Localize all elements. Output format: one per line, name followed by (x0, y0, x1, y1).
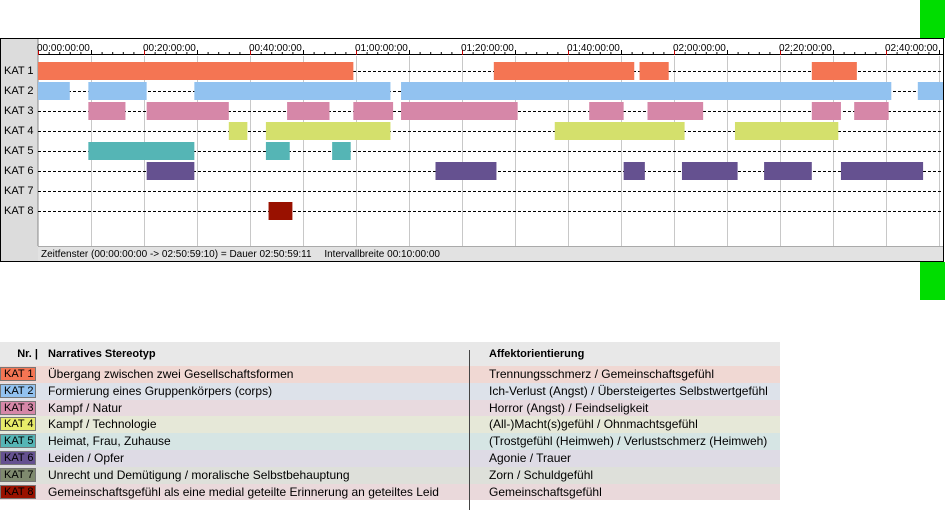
segment-bar[interactable] (265, 122, 391, 140)
segment-bar[interactable] (268, 202, 293, 220)
legend-header-affekt: Affektorientierung (489, 348, 585, 360)
status-interval: Intervallbreite 00:10:00:00 (324, 249, 440, 260)
legend-stereotyp: Kampf / Natur (48, 400, 123, 415)
segment-bar[interactable] (639, 62, 669, 80)
segment-bar[interactable] (228, 122, 248, 140)
legend-body: KAT 1 Übergang zwischen zwei Gesellschaft… (0, 366, 780, 501)
segment-bar[interactable] (332, 142, 351, 160)
legend-stereotyp: Formierung eines Gruppenkörpers (corps) (48, 383, 273, 398)
legend-row: KAT 2 Formierung eines Gruppenkörpers (co… (0, 382, 780, 400)
legend-category-badge: KAT 5 (0, 434, 36, 449)
tick-label: 00:00:00:00 (37, 43, 90, 54)
segment-bar[interactable] (88, 142, 195, 160)
tick-label: 00:20:00:00 (143, 43, 196, 54)
legend-header-nr: Nr. | (17, 348, 38, 360)
legend-affekt: Horror (Angst) / Feindseligkeit (489, 400, 649, 415)
legend-affekt: Gemeinschaftsgefühl (489, 484, 602, 499)
segment-bar[interactable] (854, 102, 889, 120)
legend-affekt: (All-)Macht(s)gefühl / Ohnmachtsgefühl (489, 417, 698, 432)
legend-stereotyp: Gemeinschaftsgefühl als eine medial gete… (48, 484, 439, 499)
row-label: KAT 7 (4, 185, 34, 197)
segment-bar[interactable] (265, 142, 290, 160)
legend-affekt: Ich-Verlust (Angst) / Übersteigertes Sel… (489, 383, 768, 398)
segment-bar[interactable] (88, 82, 147, 100)
segment-bar[interactable] (287, 102, 330, 120)
row-label: KAT 3 (4, 105, 34, 117)
segment-bar[interactable] (493, 62, 635, 80)
legend-affekt: Agonie / Trauer (489, 450, 572, 465)
segment-bar[interactable] (840, 162, 924, 180)
legend-affekt: (Trostgefühl (Heimweh) / Verlustschmerz … (489, 434, 768, 449)
legend-stereotyp: Übergang zwischen zwei Gesellschaftsform… (48, 367, 294, 381)
segment-bar[interactable] (589, 102, 624, 120)
timeline-chart[interactable]: 00:00:00:00 00:20:00:00 00:40:00:00 01:00:0… (1, 39, 944, 262)
row-label: KAT 6 (4, 165, 34, 177)
green-marker-top (920, 0, 945, 38)
segment-bar[interactable] (811, 62, 857, 80)
tick-label: 01:20:00:00 (461, 43, 514, 54)
label-column (1, 39, 38, 261)
status-window: Zeitfenster (00:00:00:00 -> 02:50:59:10)… (41, 249, 312, 260)
segment-bar[interactable] (38, 62, 354, 80)
legend-row: KAT 6 Leiden / Opfer Agonie / Trauer (0, 449, 780, 467)
legend-category-badge: KAT 7 (0, 467, 36, 482)
legend-row: KAT 3 Kampf / Natur Horror (Angst) / Feind… (0, 399, 780, 417)
legend-divider (469, 350, 470, 510)
timeline-panel[interactable]: 00:00:00:00 00:20:00:00 00:40:00:00 01:00:0… (0, 38, 944, 262)
legend-row: KAT 8 Gemeinschaftsgefühl als eine medial… (0, 483, 780, 501)
legend-header: Nr. | Narratives Stereotyp Affektorienti… (0, 342, 780, 366)
legend-affekt: Zorn / Schuldgefühl (489, 467, 594, 482)
tick-label: 00:40:00:00 (249, 43, 302, 54)
legend-category-badge: KAT 6 (0, 450, 36, 465)
segment-bar[interactable] (146, 162, 195, 180)
tick-label: 01:40:00:00 (567, 43, 620, 54)
segment-bar[interactable] (647, 102, 704, 120)
tick-label: 01:00:00:00 (355, 43, 408, 54)
green-marker-bottom (920, 262, 945, 300)
segment-bar[interactable] (353, 102, 394, 120)
tick-label: 02:40:00:00 (885, 43, 938, 54)
legend-stereotyp: Heimat, Frau, Zuhause (48, 434, 171, 449)
segment-bar[interactable] (764, 162, 812, 180)
tick-label: 02:20:00:00 (779, 43, 832, 54)
segment-bar[interactable] (734, 122, 839, 140)
segment-bar[interactable] (623, 162, 645, 180)
row-label: KAT 5 (4, 145, 34, 157)
segment-bar[interactable] (194, 82, 391, 100)
status-bar: Zeitfenster (00:00:00:00 -> 02:50:59:10)… (38, 246, 943, 261)
legend-row: KAT 4 Kampf / Technologie (All-)Macht(s)ge… (0, 416, 780, 434)
row-label: KAT 1 (4, 65, 34, 77)
row-label: KAT 4 (4, 125, 34, 137)
legend-stereotyp: Leiden / Opfer (48, 450, 125, 465)
legend-table: Nr. | Narratives Stereotyp Affektorienti… (0, 342, 780, 501)
legend-category-badge: KAT 2 (0, 383, 36, 398)
legend-category-badge: KAT 4 (0, 417, 36, 432)
row-label: KAT 2 (4, 85, 34, 97)
segment-bar[interactable] (435, 162, 497, 180)
segment-bar[interactable] (146, 102, 229, 120)
legend-stereotyp: Unrecht und Demütigung / moralische Selb… (48, 467, 350, 482)
row-label: KAT 8 (4, 205, 34, 217)
segment-bar[interactable] (554, 122, 685, 140)
legend-affekt: Trennungsschmerz / Gemeinschaftsgefühl (489, 367, 714, 381)
segment-bar[interactable] (38, 82, 70, 100)
segment-bar[interactable] (88, 102, 126, 120)
legend-category-badge: KAT 8 (0, 484, 36, 499)
legend-row: KAT 1 Übergang zwischen zwei Gesellschaft… (0, 366, 780, 383)
segment-bar[interactable] (917, 82, 944, 100)
legend-row: KAT 7 Unrecht und Demütigung / moralische… (0, 466, 780, 484)
tick-label: 02:00:00:00 (673, 43, 726, 54)
legend-category-badge: KAT 3 (0, 400, 36, 415)
segment-bar[interactable] (811, 102, 841, 120)
legend-row: KAT 5 Heimat, Frau, Zuhause (Trostgefühl (… (0, 433, 780, 450)
segment-bar[interactable] (401, 82, 892, 100)
segment-bar[interactable] (681, 162, 738, 180)
legend-category-badge: KAT 1 (0, 367, 36, 381)
legend-stereotyp: Kampf / Technologie (48, 417, 157, 432)
legend-header-stereotyp: Narratives Stereotyp (48, 348, 156, 360)
segment-bar[interactable] (401, 102, 518, 120)
